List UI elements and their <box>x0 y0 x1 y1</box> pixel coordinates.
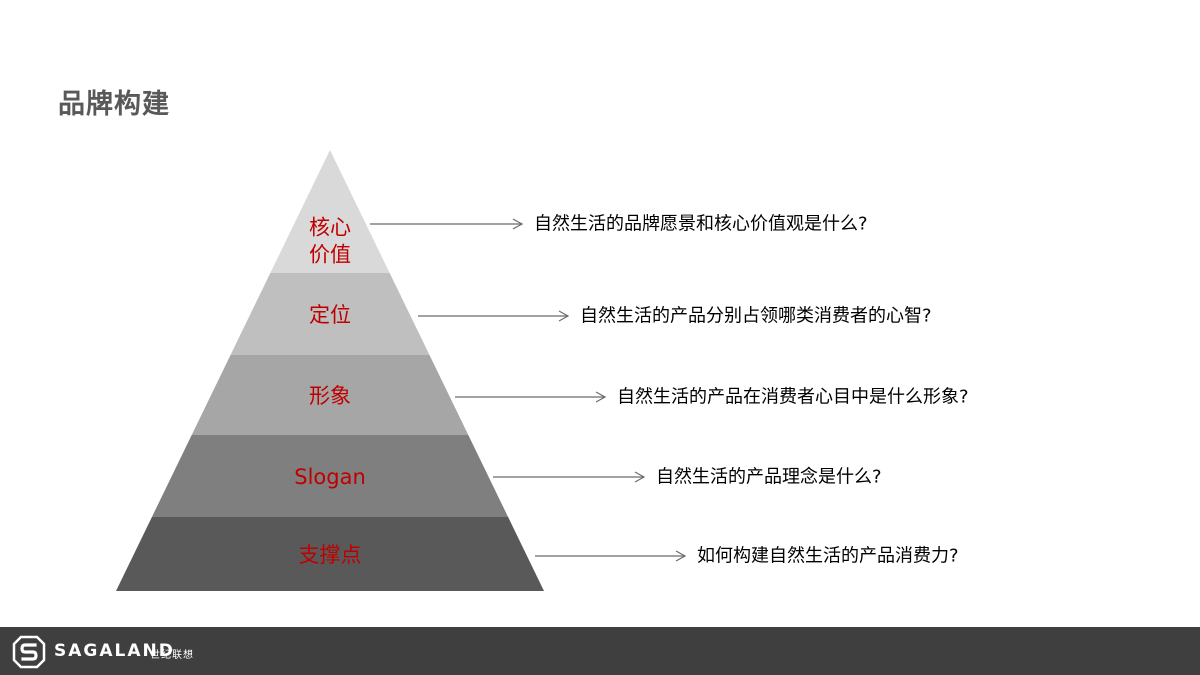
pyramid-level-label: 支撑点 <box>299 543 362 567</box>
brand-name: SAGALAND <box>54 641 175 661</box>
s-badge-icon <box>12 635 46 669</box>
pyramid-level-4 <box>151 435 509 517</box>
pyramid-level-5 <box>116 517 544 591</box>
pyramid-level-3 <box>191 355 469 435</box>
level-question: 如何构建自然生活的产品消费力? <box>697 546 959 567</box>
page-title: 品牌构建 <box>58 89 170 120</box>
pyramid-level-label: 形象 <box>309 384 351 408</box>
pyramid-level-label: 核心 <box>309 216 351 240</box>
footer-bar: SAGALAND 世纪联想 <box>0 627 1200 675</box>
pyramid-level-1 <box>270 150 390 273</box>
brand-pyramid-diagram: 核心价值 自然生活的品牌愿景和核心价值观是什么? 定位 自然生活的产品分别占领哪类消费… <box>116 150 969 591</box>
pyramid-level-label: Slogan <box>294 465 366 489</box>
level-question: 自然生活的品牌愿景和核心价值观是什么? <box>534 214 868 235</box>
level-question: 自然生活的产品理念是什么? <box>656 466 882 488</box>
pyramid-level-label: 价值 <box>309 243 351 267</box>
pyramid-level-label: 定位 <box>309 303 351 327</box>
level-question: 自然生活的产品在消费者心目中是什么形象? <box>617 387 969 408</box>
brand-name-chinese: 世纪联想 <box>150 650 194 661</box>
pyramid-level-2 <box>230 273 430 355</box>
level-question: 自然生活的产品分别占领哪类消费者的心智? <box>580 306 932 327</box>
